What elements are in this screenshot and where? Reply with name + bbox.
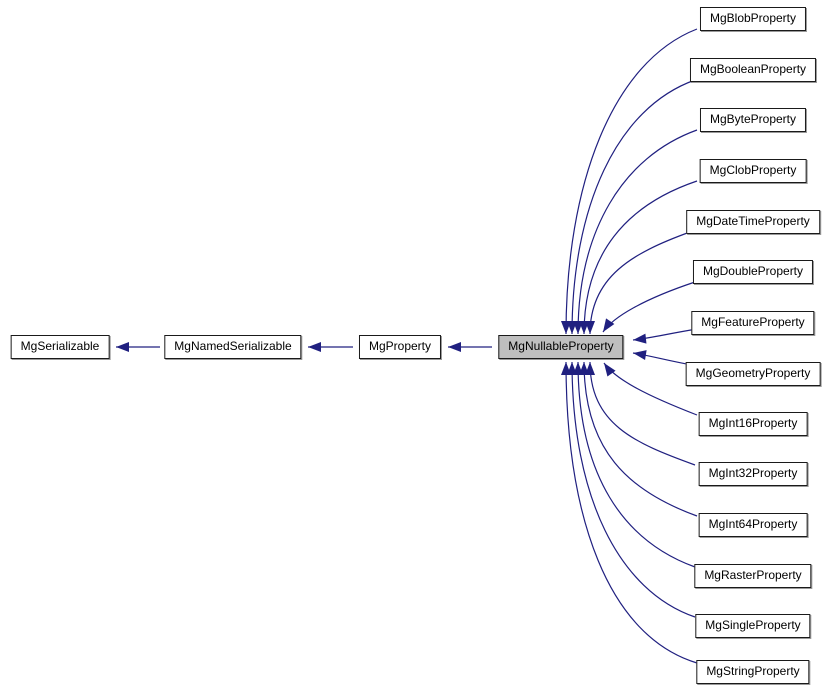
edge-booleanproperty xyxy=(567,79,696,335)
node-mgnamedserializable[interactable]: MgNamedSerializable xyxy=(164,335,302,359)
node-mgblobproperty[interactable]: MgBlobProperty xyxy=(699,7,807,31)
node-mgdoubleproperty[interactable]: MgDoubleProperty xyxy=(692,260,814,284)
node-mgrasterproperty[interactable]: MgRasterProperty xyxy=(694,564,812,588)
node-mgproperty[interactable]: MgProperty xyxy=(358,335,442,359)
edge-int32property xyxy=(585,361,696,466)
edge-singleproperty xyxy=(567,361,696,618)
node-mgnullableproperty-selected: MgNullableProperty xyxy=(498,335,624,359)
edge-blobproperty xyxy=(561,28,698,335)
edge-clobproperty xyxy=(579,180,698,335)
edge-datetimeproperty xyxy=(585,231,691,335)
node-mgfeatureproperty[interactable]: MgFeatureProperty xyxy=(691,311,815,335)
node-mgsingleproperty[interactable]: MgSingleProperty xyxy=(695,614,811,638)
edge-featureproperty xyxy=(632,328,698,344)
edge-byteproperty xyxy=(573,129,698,335)
edge-int64property xyxy=(579,361,698,517)
edge-doubleproperty xyxy=(602,281,696,333)
edge-stringproperty xyxy=(561,361,698,664)
node-mgstringproperty[interactable]: MgStringProperty xyxy=(696,660,810,684)
node-mgint32property[interactable]: MgInt32Property xyxy=(698,462,808,486)
edge-int16property xyxy=(603,362,698,416)
node-mgint16property[interactable]: MgInt16Property xyxy=(698,412,808,436)
node-mgdatetimeproperty[interactable]: MgDateTimeProperty xyxy=(686,210,820,234)
node-mgserializable[interactable]: MgSerializable xyxy=(10,335,110,359)
node-mgclobproperty[interactable]: MgClobProperty xyxy=(699,159,807,183)
edge-rasterproperty xyxy=(573,361,696,568)
node-mgbyteproperty[interactable]: MgByteProperty xyxy=(699,108,807,132)
node-mgbooleanproperty[interactable]: MgBooleanProperty xyxy=(689,58,817,82)
node-mgint64property[interactable]: MgInt64Property xyxy=(698,513,808,537)
node-mggeometryproperty[interactable]: MgGeometryProperty xyxy=(685,362,821,386)
